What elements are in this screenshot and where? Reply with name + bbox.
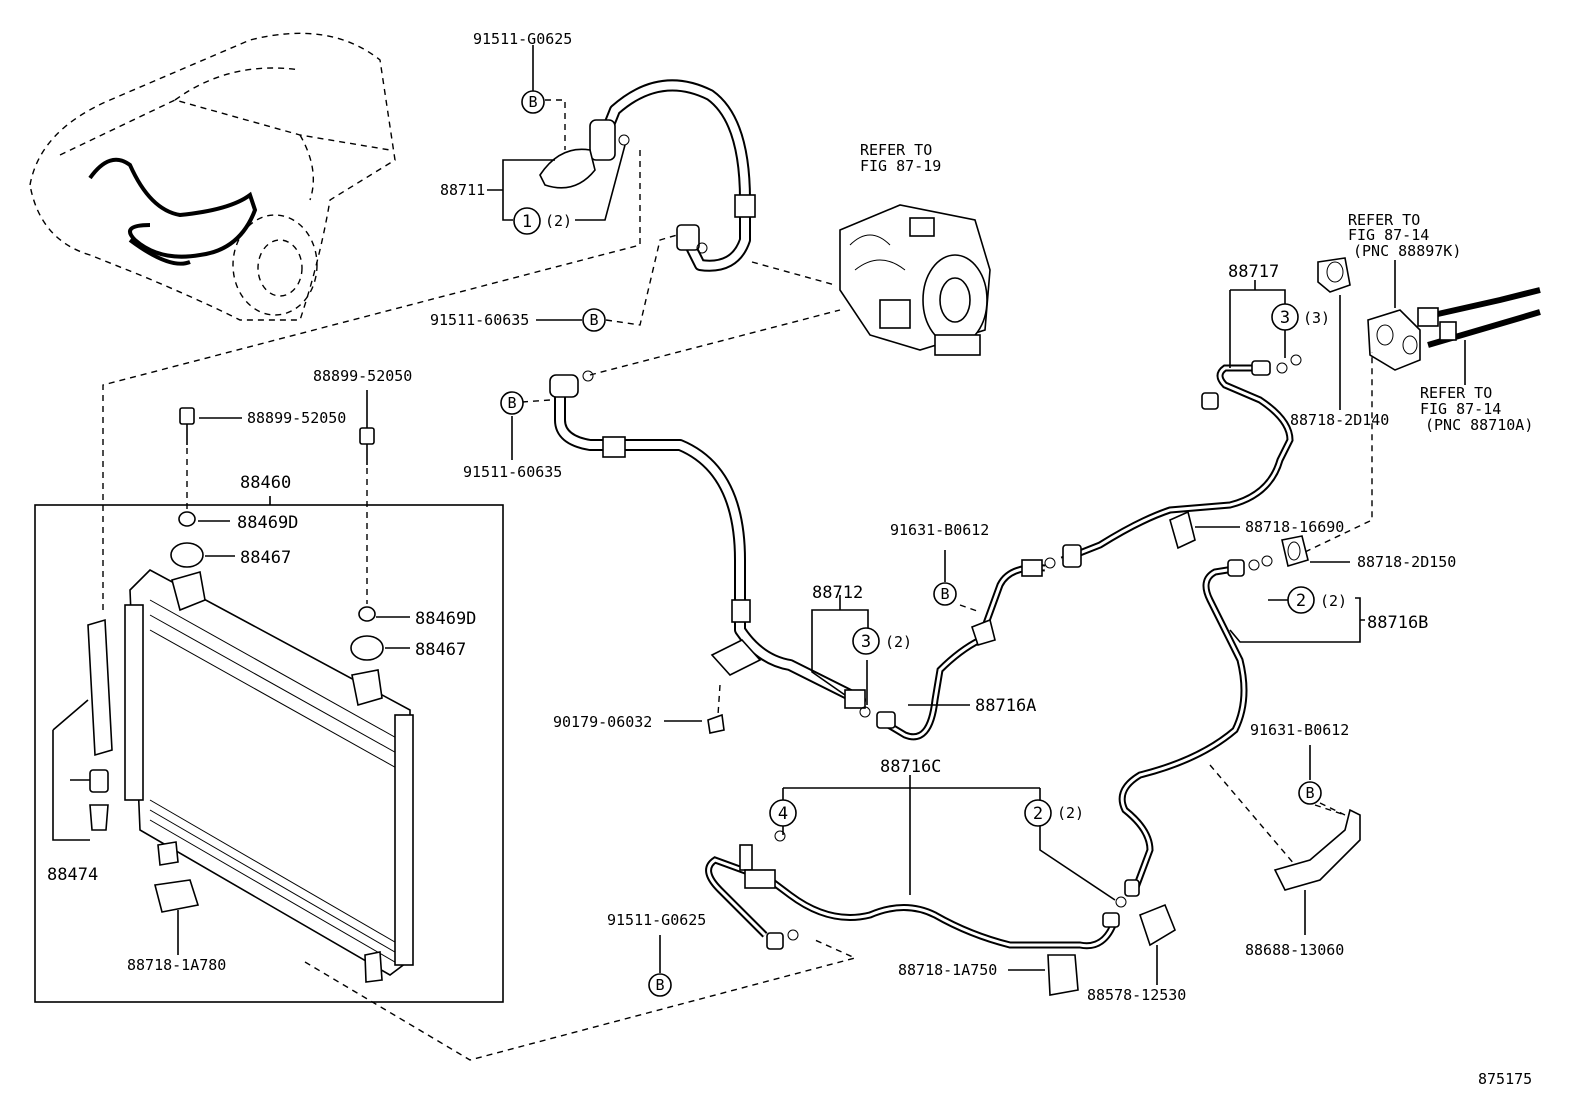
- marker-2-b-text: 2: [1033, 804, 1043, 824]
- label-88718-2D150: 88718-2D150: [1357, 553, 1456, 571]
- label-refer-87-14-a-line2: FIG 87-14: [1348, 226, 1429, 244]
- fitting-88718-2D140: [1317, 257, 1351, 293]
- label-88460: 88460: [240, 473, 291, 493]
- label-91631-B0612-b: 91631-B0612: [1250, 721, 1349, 739]
- marker-b-2: [582, 308, 606, 332]
- connector-block: [1367, 287, 1541, 371]
- marker-1-text: 1: [522, 212, 532, 232]
- label-qty-88711: (2): [545, 212, 572, 230]
- label-qty-88716B: (2): [1320, 592, 1347, 610]
- label-qty-88717: (3): [1303, 309, 1330, 327]
- marker-3-a: [852, 627, 880, 655]
- label-qty-88712: (2): [885, 633, 912, 651]
- label-91511-60635-b: 91511-60635: [463, 463, 562, 481]
- marker-b-4-text: B: [940, 585, 949, 603]
- label-88716C: 88716C: [880, 757, 941, 777]
- bracket-88688-13060: [1273, 808, 1361, 891]
- marker-1: [513, 207, 541, 235]
- label-91511-G0625-top: 91511-G0625: [473, 30, 572, 48]
- label-88716A: 88716A: [975, 696, 1036, 716]
- seal-88474-plate: [87, 618, 113, 757]
- marker-4-text: 4: [778, 804, 788, 824]
- fitting-88718-2D150: [1281, 535, 1309, 568]
- label-88899-52050-a: 88899-52050: [313, 367, 412, 385]
- label-90179-06032: 90179-06032: [553, 713, 652, 731]
- cushion-88467-b: [350, 635, 384, 661]
- marker-3-b: [1271, 303, 1299, 331]
- pipe-88717: [1044, 354, 1302, 569]
- label-88578-12530: 88578-12530: [1087, 986, 1186, 1004]
- hose-88711: [539, 79, 756, 272]
- label-88469D-b: 88469D: [415, 609, 476, 629]
- label-refer-87-14-b-line1: REFER TO: [1420, 384, 1492, 402]
- label-88718-1A750: 88718-1A750: [898, 961, 997, 979]
- compressor: [839, 204, 991, 356]
- grommet-88469D-b: [358, 606, 376, 622]
- marker-3-a-text: 3: [861, 632, 871, 652]
- bolt-88899-52050-b: [359, 427, 375, 465]
- label-88712: 88712: [812, 583, 863, 603]
- label-88718-2D140: 88718-2D140: [1290, 411, 1389, 429]
- diagram-id: 875175: [1478, 1070, 1532, 1088]
- marker-b-6-text: B: [655, 976, 664, 994]
- label-refer-87-19-line2: FIG 87-19: [860, 157, 941, 175]
- label-refer-87-14-a-line3: (PNC 88897K): [1353, 242, 1461, 260]
- label-refer-87-19-line1: REFER TO: [860, 141, 932, 159]
- label-88711: 88711: [440, 181, 485, 199]
- label-refer-87-14-a-line1: REFER TO: [1348, 211, 1420, 229]
- label-88718-1A780: 88718-1A780: [127, 956, 226, 974]
- marker-b-2-text: B: [589, 311, 598, 329]
- label-91631-B0612-a: 91631-B0612: [890, 521, 989, 539]
- condenser: [124, 569, 414, 983]
- label-88716B: 88716B: [1367, 613, 1428, 633]
- bracket-88718-1A780: [154, 879, 200, 913]
- label-88899-52050-b: 88899-52050: [247, 409, 346, 427]
- cushion-88467-a: [170, 542, 204, 568]
- bolt-88899-52050-a: [179, 407, 195, 445]
- marker-b-3: [500, 391, 524, 415]
- marker-2-a: [1287, 586, 1315, 614]
- pipe-88716B: [1115, 555, 1273, 908]
- marker-4: [769, 799, 797, 827]
- label-qty-88716C: (2): [1057, 804, 1084, 822]
- label-91511-G0625-bot: 91511-G0625: [607, 911, 706, 929]
- label-88474: 88474: [47, 865, 98, 885]
- marker-b-3-text: B: [507, 394, 516, 412]
- label-91511-60635-a: 91511-60635: [430, 311, 529, 329]
- leader-lines: [52, 45, 1466, 985]
- marker-b-1: [521, 90, 545, 114]
- marker-2-b: [1024, 799, 1052, 827]
- label-88718-16690: 88718-16690: [1245, 518, 1344, 536]
- label-88467-b: 88467: [415, 640, 466, 660]
- bracket-88718-1A750: [1047, 954, 1079, 996]
- marker-b-6: [648, 973, 672, 997]
- label-refer-87-14-b-line3: (PNC 88710A): [1425, 416, 1533, 434]
- marker-b-1-text: B: [528, 93, 537, 111]
- marker-2-a-text: 2: [1296, 591, 1306, 611]
- condenser-box: [34, 504, 504, 1003]
- pipe-88716C: [705, 830, 1120, 950]
- marker-b-5: [1298, 781, 1322, 805]
- pad-88578-12530: [1139, 903, 1176, 947]
- label-88467-a: 88467: [240, 548, 291, 568]
- vehicle-outline: [29, 32, 396, 321]
- label-88688-13060: 88688-13060: [1245, 941, 1344, 959]
- marker-3-b-text: 3: [1280, 308, 1290, 328]
- pipe-88716A: [876, 559, 1046, 741]
- hose-88712: [549, 370, 871, 734]
- mount-88474: [89, 769, 109, 831]
- marker-b-4: [933, 582, 957, 606]
- marker-b-5-text: B: [1305, 784, 1314, 802]
- label-refer-87-14-b-line2: FIG 87-14: [1420, 400, 1501, 418]
- label-88717: 88717: [1228, 262, 1279, 282]
- label-88469D-a: 88469D: [237, 513, 298, 533]
- grommet-88469D-a: [178, 511, 196, 527]
